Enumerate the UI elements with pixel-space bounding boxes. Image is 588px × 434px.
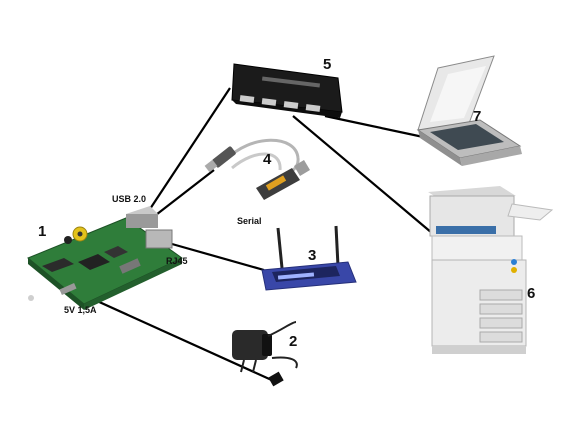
usb-serial-adapter xyxy=(204,138,310,200)
cable-usb-to-serial xyxy=(151,169,215,219)
label-number-5: 5 xyxy=(323,56,331,73)
cable-hub-to-printer xyxy=(292,115,433,234)
label-number-6: 6 xyxy=(527,285,535,302)
printer-copier xyxy=(428,186,554,354)
label-usb-2-0: USB 2.0 xyxy=(112,194,146,204)
label-number-7: 7 xyxy=(473,108,481,125)
label-number-3: 3 xyxy=(308,247,316,264)
label-power-spec: 5V 1,5A xyxy=(64,305,97,315)
flatbed-scanner xyxy=(416,55,522,166)
usb-port xyxy=(126,214,158,228)
cable-power-to-adapter xyxy=(85,294,277,384)
cables xyxy=(85,87,433,384)
rj45-port xyxy=(145,229,173,249)
label-number-2: 2 xyxy=(289,333,297,350)
usb-hub xyxy=(231,63,343,118)
label-rj45: RJ45 xyxy=(166,256,188,266)
raspberry-pi-board xyxy=(27,206,183,310)
label-number-1: 1 xyxy=(38,223,46,240)
cable-rj45-to-router xyxy=(171,242,265,272)
wireless-router xyxy=(261,225,357,291)
label-number-4: 4 xyxy=(263,151,272,168)
power-adapter xyxy=(232,321,298,387)
label-serial: Serial xyxy=(237,216,262,226)
cable-usb-to-hub xyxy=(147,87,231,213)
cable-hub-to-scanner xyxy=(324,114,429,140)
